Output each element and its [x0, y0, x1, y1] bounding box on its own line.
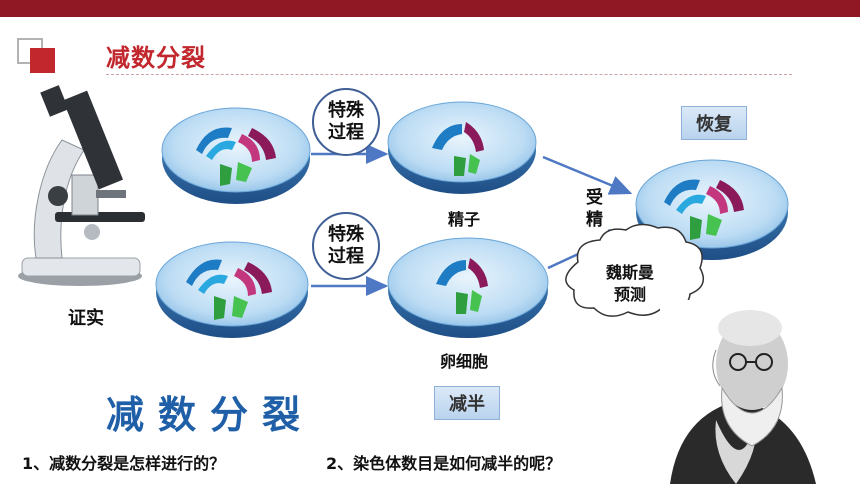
special-process-label-bottom: 特殊 过程 — [312, 212, 380, 280]
restore-tag: 恢复 — [681, 106, 747, 140]
cell-egg — [387, 237, 549, 338]
weismann-line1: 魏斯曼 — [605, 263, 654, 282]
question-2: 2、染色体数目是如何减半的呢？ — [326, 454, 562, 473]
fertilization-line1: 受 — [586, 188, 603, 208]
halve-tag: 减半 — [434, 386, 500, 420]
fertilization-label: 受 精 — [586, 187, 606, 231]
weismann-prediction-text: 魏斯曼 预测 — [585, 262, 675, 306]
logo-square-fill — [30, 48, 55, 73]
cell-top-left — [161, 107, 311, 204]
cell-bottom-left — [155, 241, 309, 338]
question-1: 1、减数分裂是怎样进行的？ — [22, 454, 226, 473]
sperm-label: 精子 — [448, 210, 481, 229]
special-process-top-line1: 特殊 — [328, 100, 364, 121]
special-process-top-line2: 过程 — [328, 122, 364, 143]
special-process-label-top: 特殊 过程 — [312, 88, 380, 156]
special-process-bottom-line2: 过程 — [328, 246, 364, 267]
page-title: 减数分裂 — [106, 44, 206, 72]
cell-sperm — [387, 101, 537, 194]
weismann-line2: 预测 — [613, 285, 646, 304]
egg-label: 卵细胞 — [440, 352, 489, 371]
special-process-bottom-line1: 特殊 — [328, 224, 364, 245]
meiosis-big-title: 减数分裂 — [106, 393, 315, 437]
top-bar — [0, 0, 860, 17]
title-divider — [106, 74, 792, 75]
weismann-portrait — [660, 300, 828, 484]
fertilization-line2: 精 — [586, 210, 603, 230]
microscope-image — [18, 85, 145, 286]
confirm-label: 证实 — [68, 308, 104, 329]
